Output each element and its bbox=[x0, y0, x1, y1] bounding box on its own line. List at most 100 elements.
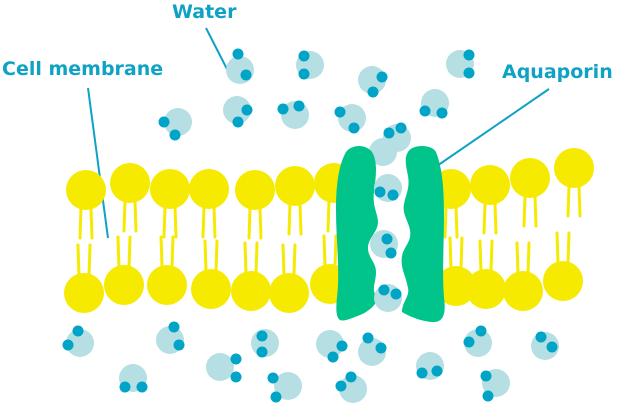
lipid-bottom bbox=[436, 236, 476, 306]
lipid-head bbox=[147, 265, 187, 305]
water-molecule bbox=[267, 372, 302, 403]
hydrogen-atom bbox=[241, 104, 253, 116]
lipid-tail bbox=[258, 206, 263, 240]
water-molecule bbox=[156, 321, 185, 354]
hydrogen-atom bbox=[327, 351, 339, 363]
lipid-tail bbox=[127, 235, 132, 269]
lipid-top bbox=[470, 165, 510, 235]
hydrogen-atom bbox=[168, 321, 180, 333]
water-molecule bbox=[358, 332, 387, 366]
hydrogen-atom bbox=[230, 353, 242, 365]
lipid-bottom bbox=[231, 241, 271, 311]
hydrogen-atom bbox=[256, 330, 268, 342]
lipid-tail bbox=[522, 194, 527, 228]
hydrogen-atom bbox=[169, 129, 181, 141]
hydrogen-atom bbox=[298, 68, 310, 80]
hydrogen-atom bbox=[267, 372, 279, 384]
water-molecule bbox=[316, 330, 348, 363]
hydrogen-atom bbox=[158, 116, 170, 128]
hydrogen-atom bbox=[367, 86, 379, 98]
hydrogen-atom bbox=[482, 390, 494, 402]
oxygen-atom bbox=[223, 96, 251, 124]
lipid-head bbox=[235, 170, 275, 210]
water-molecule bbox=[480, 369, 510, 402]
lipid-head bbox=[466, 269, 506, 309]
lipid-tail bbox=[322, 234, 327, 268]
water-molecule bbox=[531, 331, 559, 360]
oxygen-atom bbox=[339, 375, 367, 403]
lipid-tail bbox=[292, 243, 297, 277]
water-leader-line bbox=[205, 27, 230, 74]
lipid-bottom bbox=[64, 243, 104, 313]
cell-membrane-leader-line bbox=[87, 87, 109, 239]
water-molecule bbox=[226, 48, 254, 84]
lipid-tail bbox=[555, 231, 560, 265]
lipid-tail bbox=[173, 205, 178, 239]
lipid-tail bbox=[298, 202, 303, 236]
hydrogen-atom bbox=[416, 367, 428, 379]
lipid-tail bbox=[89, 206, 94, 240]
lipid-tail bbox=[526, 241, 531, 275]
lipid-tail bbox=[326, 199, 331, 233]
oxygen-atom bbox=[464, 329, 492, 357]
lipid-bilayer bbox=[64, 148, 594, 313]
lipid-tail bbox=[201, 205, 206, 239]
water-molecule bbox=[463, 325, 492, 357]
hydrogen-atom bbox=[345, 371, 357, 383]
oxygen-atom bbox=[226, 56, 254, 84]
lipid-head bbox=[110, 163, 150, 203]
lipid-tail bbox=[577, 184, 582, 218]
hydrogen-atom bbox=[475, 325, 487, 337]
hydrogen-atom bbox=[119, 381, 131, 393]
lipid-tail bbox=[281, 243, 286, 277]
hydrogen-atom bbox=[376, 71, 388, 83]
lipid-bottom bbox=[191, 239, 231, 309]
hydrogen-atom bbox=[173, 339, 185, 351]
lipid-head bbox=[104, 265, 144, 305]
hydrogen-atom bbox=[62, 339, 74, 351]
hydrogen-atom bbox=[230, 371, 242, 383]
lipid-top bbox=[110, 163, 150, 233]
oxygen-atom bbox=[66, 329, 94, 357]
hydrogen-atom bbox=[385, 247, 397, 259]
lipid-bottom bbox=[466, 239, 506, 309]
hydrogen-atom bbox=[463, 49, 475, 61]
lipid-tail bbox=[78, 206, 83, 240]
hydrogen-atom bbox=[383, 127, 395, 139]
lipid-tail bbox=[212, 205, 217, 239]
leader-lines bbox=[87, 27, 550, 239]
lipid-head bbox=[510, 158, 550, 198]
hydrogen-atom bbox=[72, 325, 84, 337]
lipid-tail bbox=[122, 199, 127, 233]
water-molecule bbox=[335, 371, 367, 403]
lipid-head bbox=[231, 271, 271, 311]
lipid-top bbox=[66, 170, 106, 240]
lipid-tail bbox=[162, 205, 167, 239]
hydrogen-atom bbox=[334, 106, 346, 118]
lipid-head bbox=[66, 170, 106, 210]
hydrogen-atom bbox=[381, 233, 393, 245]
water-molecule bbox=[419, 89, 449, 119]
hydrogen-atom bbox=[480, 370, 492, 382]
aquaporin-label: Aquaporin bbox=[502, 61, 613, 83]
lipid-top bbox=[150, 169, 190, 239]
lipid-tail bbox=[566, 231, 571, 265]
hydrogen-atom bbox=[136, 381, 148, 393]
lipid-bottom bbox=[543, 231, 583, 301]
water-molecule bbox=[206, 353, 242, 383]
lipid-head bbox=[470, 165, 510, 205]
lipid-tail bbox=[533, 194, 538, 228]
lipid-head bbox=[275, 166, 315, 206]
aquaporin-leader-line bbox=[433, 88, 550, 169]
lipid-bottom bbox=[503, 241, 543, 311]
lipid-tail bbox=[116, 235, 121, 269]
lipid-tail bbox=[454, 205, 459, 239]
lipid-tail bbox=[448, 236, 453, 270]
hydrogen-atom bbox=[277, 103, 289, 115]
hydrogen-atom bbox=[232, 116, 244, 128]
lipid-head bbox=[554, 148, 594, 188]
lipid-tail bbox=[76, 243, 81, 277]
water-molecule bbox=[416, 352, 444, 380]
lipid-head bbox=[543, 261, 583, 301]
hydrogen-atom bbox=[463, 336, 475, 348]
